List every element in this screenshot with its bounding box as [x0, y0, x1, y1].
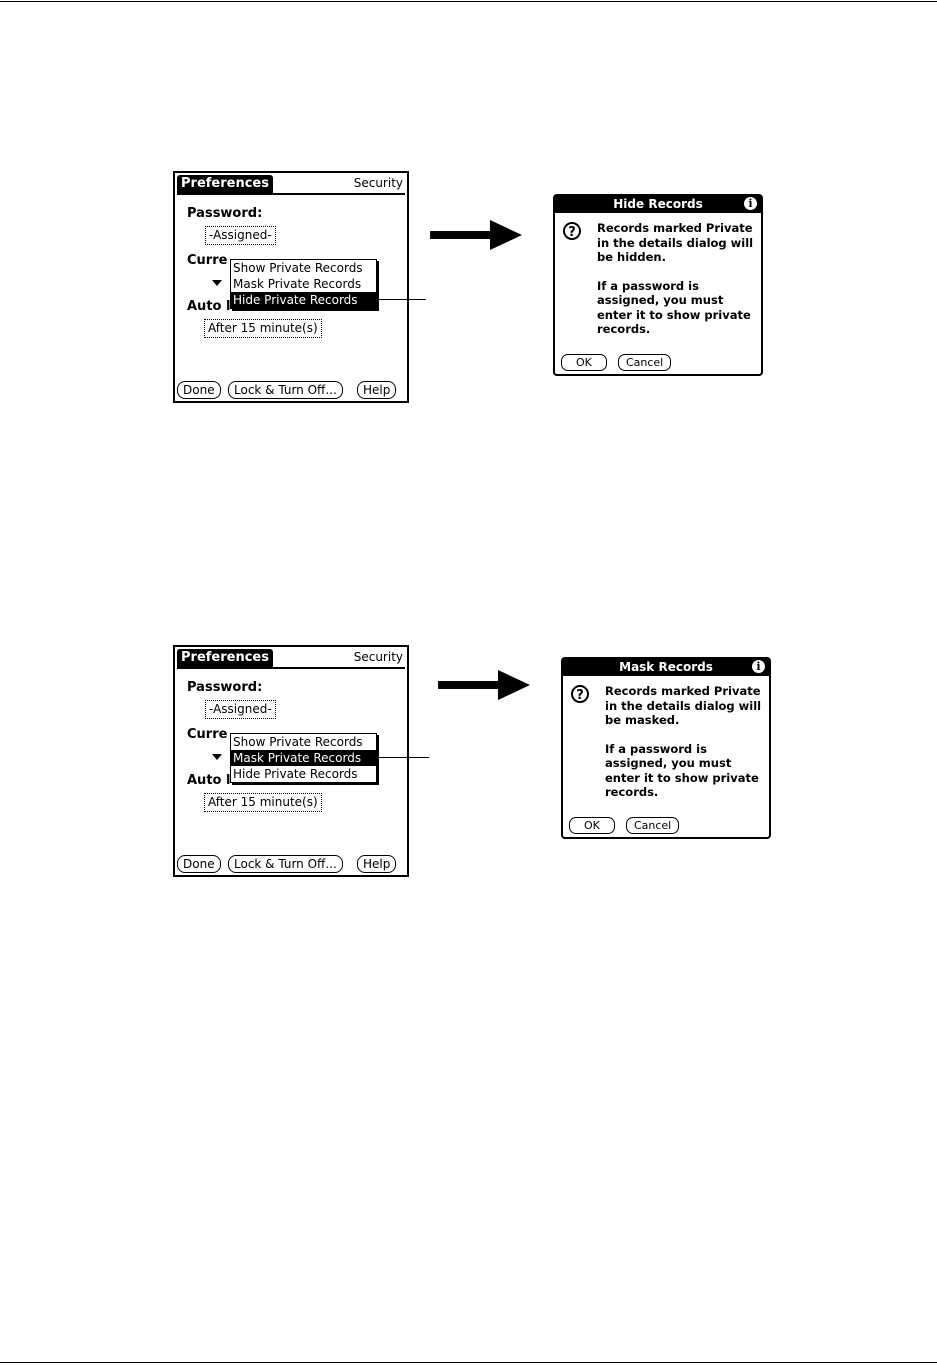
- cancel-button[interactable]: Cancel: [625, 816, 680, 834]
- menu-item-mask-private[interactable]: Mask Private Records: [231, 750, 376, 766]
- menu-item-hide-private[interactable]: Hide Private Records: [231, 292, 376, 308]
- auto-lock-field[interactable]: After 15 minute(s): [204, 793, 322, 812]
- hide-records-dialog: Hide Records i ? Records marked Private …: [553, 194, 763, 376]
- preferences-screen-mask: Preferences Security Password: -Assigned…: [173, 645, 409, 877]
- right-arrow-icon: [438, 670, 530, 700]
- question-icon: ?: [571, 685, 589, 703]
- section-label[interactable]: Security: [353, 650, 403, 664]
- auto-lock-label: Auto l: [187, 773, 231, 788]
- dialog-title: Hide Records i: [555, 196, 761, 213]
- help-button[interactable]: Help: [357, 855, 397, 873]
- ok-button[interactable]: OK: [569, 816, 615, 834]
- cancel-button[interactable]: Cancel: [617, 353, 672, 371]
- dialog-message-1: Records marked Private in the details di…: [597, 221, 754, 264]
- dropdown-arrow-icon[interactable]: [212, 280, 222, 286]
- right-arrow-icon: [430, 220, 522, 250]
- current-privacy-label: Curre: [187, 727, 228, 742]
- dialog-title: Mask Records i: [563, 659, 769, 676]
- done-button[interactable]: Done: [177, 381, 221, 399]
- menu-item-mask-private[interactable]: Mask Private Records: [233, 277, 362, 291]
- dialog-message-1: Records marked Private in the details di…: [605, 684, 762, 727]
- password-label: Password:: [187, 680, 263, 695]
- current-privacy-label: Curre: [187, 253, 228, 268]
- done-button[interactable]: Done: [177, 855, 221, 873]
- password-label: Password:: [187, 206, 263, 221]
- callout-line: [373, 299, 426, 300]
- password-field[interactable]: -Assigned-: [205, 700, 276, 719]
- auto-lock-field[interactable]: After 15 minute(s): [204, 319, 322, 338]
- lock-turn-off-button[interactable]: Lock & Turn Off...: [228, 855, 343, 873]
- dialog-message: Records marked Private in the details di…: [597, 221, 755, 337]
- section-label[interactable]: Security: [353, 176, 403, 190]
- privacy-menu: Show Private Records Mask Private Record…: [230, 733, 377, 783]
- dialog-message-2: If a password is assigned, you must ente…: [605, 741, 759, 800]
- dialog-title-text: Hide Records: [613, 197, 703, 211]
- help-button[interactable]: Help: [357, 381, 397, 399]
- page-title: Preferences: [177, 649, 273, 667]
- title-bar: Preferences Security: [177, 175, 405, 195]
- dialog-message-2: If a password is assigned, you must ente…: [597, 278, 751, 337]
- menu-item-show-private[interactable]: Show Private Records: [233, 261, 363, 275]
- menu-item-hide-private[interactable]: Hide Private Records: [233, 767, 358, 781]
- dialog-title-text: Mask Records: [619, 660, 713, 674]
- dialog-buttons: OK Cancel: [555, 351, 761, 377]
- ok-button[interactable]: OK: [561, 353, 607, 371]
- bottom-rule: [0, 1362, 937, 1363]
- callout-line: [373, 757, 429, 758]
- lock-turn-off-button[interactable]: Lock & Turn Off...: [228, 381, 343, 399]
- page-title: Preferences: [177, 175, 273, 193]
- menu-item-show-private[interactable]: Show Private Records: [233, 735, 363, 749]
- dropdown-arrow-icon[interactable]: [212, 754, 222, 760]
- dialog-buttons: OK Cancel: [563, 814, 769, 840]
- dialog-message: Records marked Private in the details di…: [605, 684, 763, 800]
- preferences-screen-hide: Preferences Security Password: -Assigned…: [173, 171, 409, 403]
- title-bar: Preferences Security: [177, 649, 405, 669]
- auto-lock-label: Auto l: [187, 299, 231, 314]
- info-icon[interactable]: i: [744, 197, 757, 210]
- mask-records-dialog: Mask Records i ? Records marked Private …: [561, 657, 771, 839]
- privacy-menu: Show Private Records Mask Private Record…: [230, 259, 377, 309]
- top-rule: [0, 1, 937, 2]
- info-icon[interactable]: i: [752, 660, 765, 673]
- question-icon: ?: [563, 222, 581, 240]
- password-field[interactable]: -Assigned-: [205, 226, 276, 245]
